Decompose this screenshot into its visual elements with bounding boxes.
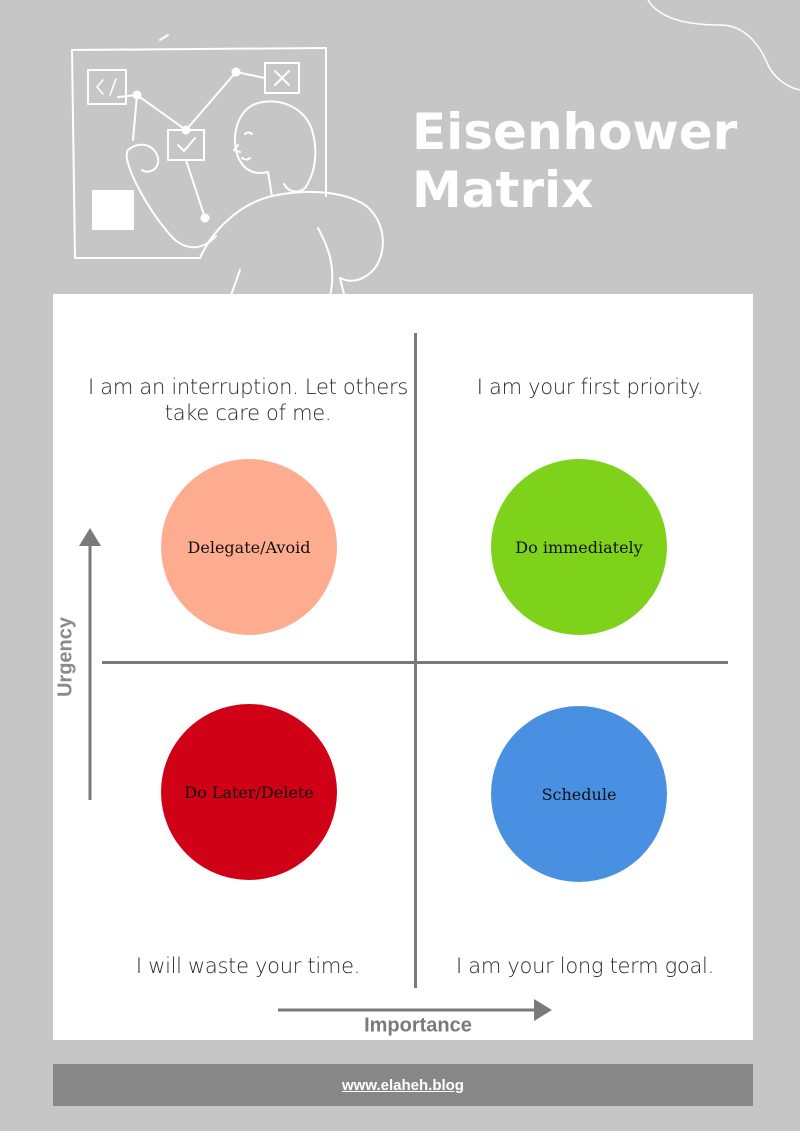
website-link[interactable]: www.elaheh.blog (342, 1076, 464, 1094)
do-later-delete-label: Do Later/Delete (184, 782, 314, 802)
delegate-avoid-circle: Delegate/Avoid (161, 459, 337, 635)
urgency-arrow-icon (79, 528, 101, 800)
do-immediately-label: Do immediately (515, 537, 643, 557)
top-left-note: I am an interruption. Let others take ca… (88, 375, 408, 425)
top-right-note: I am your first priority. (476, 375, 704, 399)
footer-bar: www.elaheh.blog (53, 1064, 753, 1106)
schedule-circle: Schedule (491, 706, 667, 882)
horizontal-divider (102, 661, 728, 664)
bottom-right-note: I am your long term goal. (456, 954, 714, 978)
page-title: Eisenhower Matrix (412, 103, 737, 219)
title-line-2: Matrix (412, 161, 594, 219)
vertical-divider (414, 333, 417, 988)
urgency-axis-label: Urgency (54, 616, 77, 698)
do-later-delete-circle: Do Later/Delete (161, 704, 337, 880)
title-line-1: Eisenhower (412, 103, 738, 161)
do-immediately-circle: Do immediately (491, 459, 667, 635)
matrix-card: I am an interruption. Let others take ca… (53, 294, 753, 1040)
importance-arrow-icon (278, 999, 552, 1021)
schedule-label: Schedule (541, 784, 617, 804)
importance-axis-label: Importance (364, 1014, 472, 1037)
woman-illustration (71, 0, 800, 299)
code-icon (87, 69, 127, 105)
delegate-avoid-label: Delegate/Avoid (187, 537, 311, 557)
bottom-left-note: I will waste your time. (135, 954, 361, 978)
